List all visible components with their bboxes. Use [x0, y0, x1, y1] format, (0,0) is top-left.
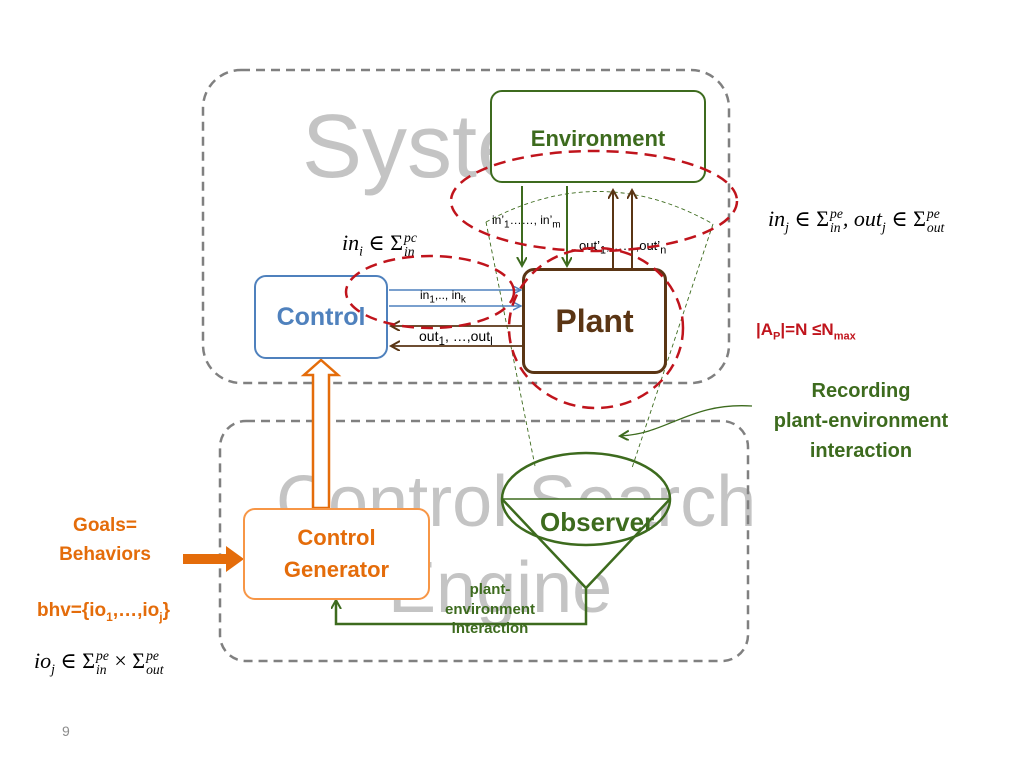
goals-line2: Behaviors — [59, 543, 151, 565]
control-input-signals-label: in1,.., ink — [420, 288, 466, 306]
recording-line3: interaction — [809, 440, 913, 462]
goals-annotation: Goals= Behaviors — [40, 512, 170, 569]
plant-label: Plant — [555, 302, 634, 339]
control-label: Control — [276, 302, 366, 331]
observer-label: Observer — [540, 507, 655, 537]
plant-environment-interaction-label: plant- environment interaction — [425, 580, 555, 639]
environment-box[interactable]: Environment — [490, 90, 706, 183]
recording-line1: Recording — [811, 380, 911, 402]
recording-callout-line — [620, 405, 753, 436]
system-container — [201, 68, 731, 385]
control-generator-box[interactable]: Control Generator — [243, 508, 430, 600]
control-box[interactable]: Control — [254, 275, 388, 359]
generator-to-control-arrow — [300, 358, 342, 510]
page-number: 9 — [62, 723, 70, 739]
plant-box[interactable]: Plant — [522, 268, 667, 374]
search-engine-container — [218, 419, 750, 663]
plant-size-constraint: |AP|=N ≤Nmax — [756, 320, 856, 343]
env-input-signals-label: in’1……, in’m — [492, 213, 561, 231]
environment-label: Environment — [530, 126, 666, 151]
control-generator-label-line2: Generator — [283, 557, 390, 582]
goals-arrow — [183, 546, 244, 572]
goals-line1: Goals= — [73, 515, 137, 536]
behavior-set-annotation: bhv={io1,…,ioj} — [37, 600, 171, 624]
recording-line2: plant-environment — [773, 410, 949, 432]
pe-line2: environment — [444, 600, 535, 618]
pe-line1: plant- — [469, 581, 511, 598]
observer-to-generator-arrow — [336, 588, 588, 626]
control-output-signals-label: out1, …,outl — [419, 328, 493, 348]
pe-line3: interaction — [451, 620, 529, 637]
recording-annotation: Recording plant-environment interaction — [752, 376, 970, 466]
env-output-signals-label: out’1,……,out’n — [579, 238, 667, 257]
control-generator-label-line1: Control — [297, 525, 376, 551]
